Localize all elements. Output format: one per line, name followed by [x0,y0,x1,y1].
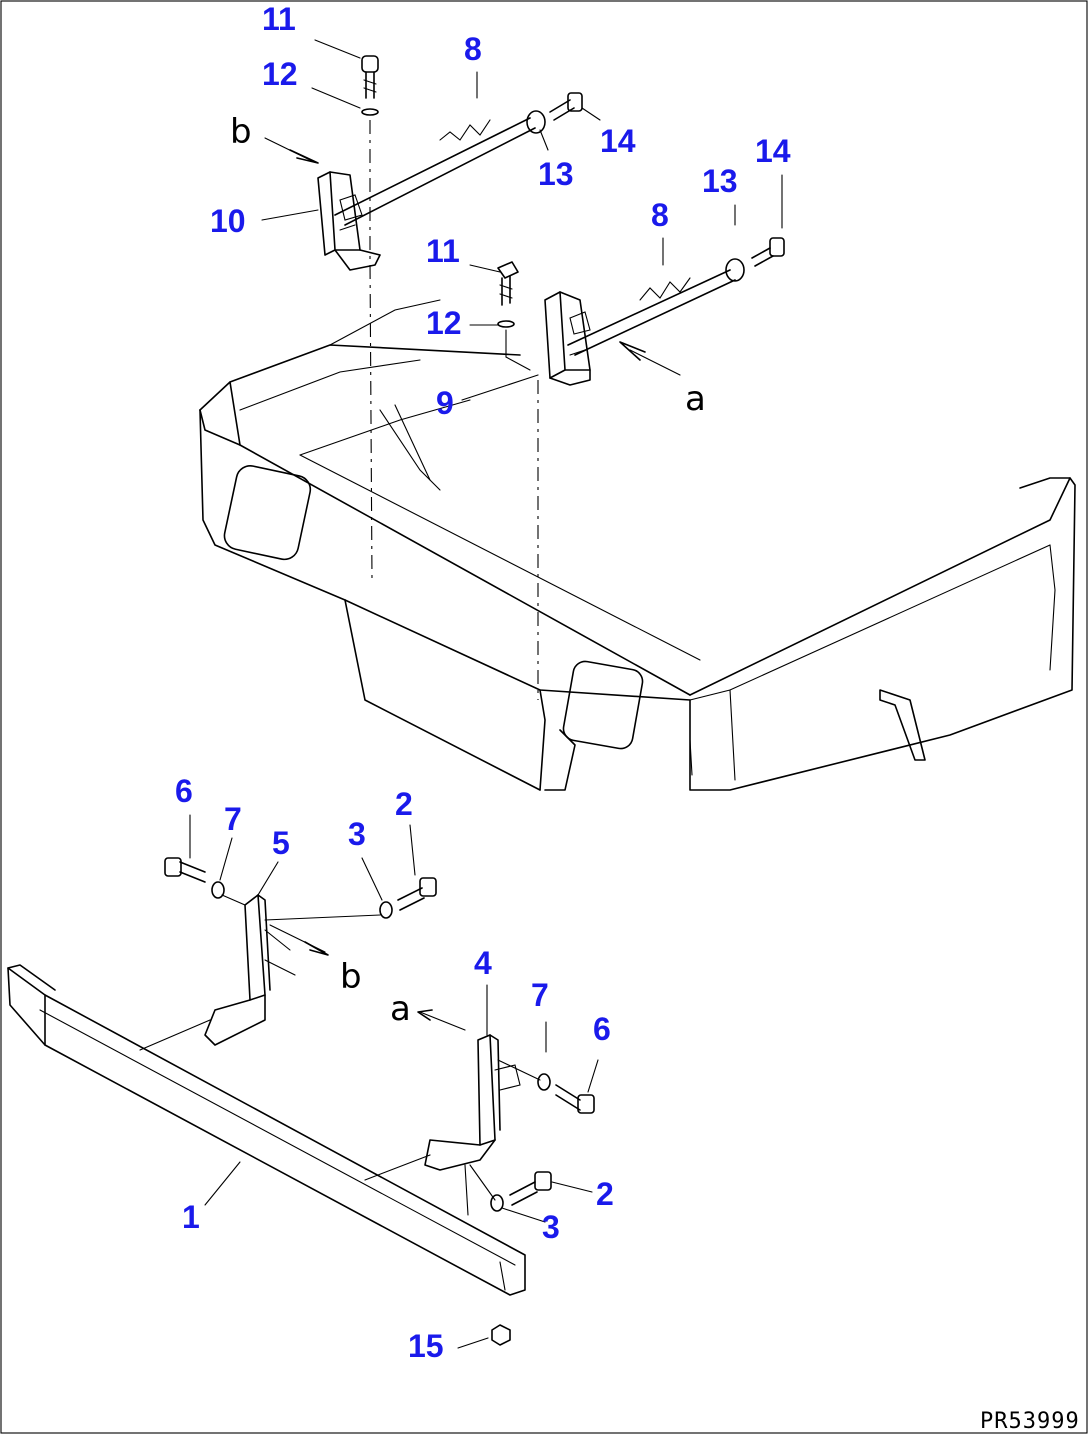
callout-5: 5 [272,825,290,861]
bracket-9 [544,291,591,386]
view-letter-a-top: a [685,379,706,419]
left-window [223,465,312,561]
bolt-2-right [509,1171,552,1206]
callout-numbers: 11 12 8 14 13 10 14 13 8 11 12 9 6 7 5 3… [175,1,791,1364]
callout-11-top: 11 [262,1,296,37]
callout-2-left: 2 [395,786,413,822]
bolt-11-mid [497,261,519,306]
leader-lines [189,39,783,1349]
callout-13-top: 13 [538,156,574,192]
callout-11-mid: 11 [426,233,460,269]
view-arrow-b-bottom [269,924,329,956]
rod-8-mid [567,269,736,356]
line-4-7 [497,1059,541,1081]
bolt-14-mid [751,237,785,267]
line-4-3 [469,1164,496,1201]
right-window [562,660,644,750]
callout-6-left: 6 [175,773,193,809]
line-5-3 [264,914,381,921]
view-letter-b-bottom: b [340,957,362,997]
callout-13-mid: 13 [702,163,738,199]
line-7-5 [221,894,246,906]
callout-12-mid: 12 [426,305,462,341]
bumper-1 [7,964,526,1296]
cab-body [199,299,1076,791]
callout-4: 4 [474,945,492,981]
bracket-10 [317,171,381,271]
washer-3-left [379,901,393,919]
bushing-13-mid [725,258,745,282]
callout-14-mid: 14 [755,133,791,169]
callout-8-top: 8 [464,31,482,67]
washer-7-right [537,1073,551,1091]
view-arrow-a-top [619,341,681,376]
callout-15: 15 [408,1328,444,1364]
callout-2-right: 2 [596,1176,614,1212]
callout-8-mid: 8 [651,197,669,233]
centerline-bolt-11-top [369,120,373,581]
bracket-4 [364,1034,521,1216]
callout-7-right: 7 [531,977,549,1013]
callout-12-top: 12 [262,56,298,92]
bracket-5 [139,894,296,1051]
bolt-14-top [549,92,583,121]
washer-12-top [361,108,379,116]
view-arrow-a-bottom [417,1009,466,1031]
callout-6-right: 6 [593,1011,611,1047]
bolt-11-top [361,55,379,99]
view-arrow-b-top [264,137,319,164]
rod-8-top [334,117,536,226]
washer-7-left [211,881,225,899]
bolt-6-right [555,1084,595,1114]
callout-14-top: 14 [600,123,636,159]
drawing-code: PR53999 [980,1409,1080,1434]
washer-3-right [490,1194,504,1212]
view-letter-b-top: b [230,112,252,152]
bolt-2-left [397,877,437,911]
view-letter-a-bottom: a [390,989,411,1029]
callout-7-left: 7 [224,801,242,837]
nut-15 [491,1324,511,1346]
callout-10: 10 [210,203,246,239]
callout-1: 1 [182,1199,200,1235]
callout-3-right: 3 [542,1209,560,1245]
leader-9-path [505,329,531,371]
bushing-13-top [526,110,546,134]
callout-3-left: 3 [348,816,366,852]
callout-9: 9 [436,385,454,421]
bolt-6-left [164,857,206,883]
washer-12-mid [497,320,515,328]
